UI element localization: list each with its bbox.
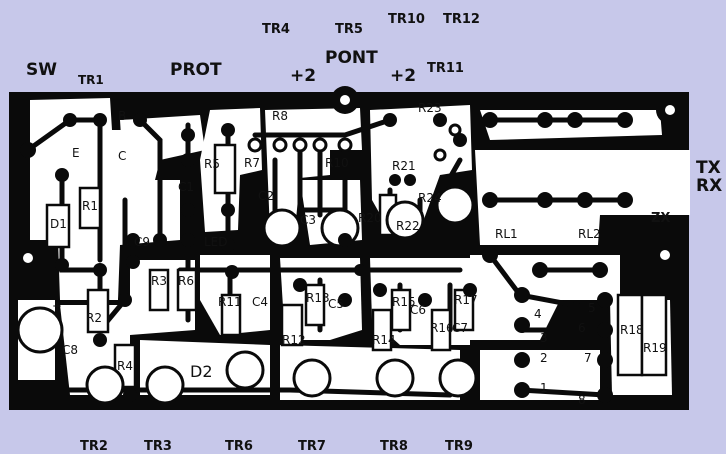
label-r1: R1 <box>82 199 98 213</box>
label-rx: RX <box>696 176 723 196</box>
label-r4: R4 <box>117 359 133 373</box>
transistor-outlines <box>16 185 478 405</box>
pin-label-7: 7 <box>584 351 592 365</box>
label-r17: R17 <box>454 293 478 307</box>
label-r12: R12 <box>282 333 306 347</box>
label-r14: R14 <box>372 333 396 347</box>
label-c9: C9 <box>134 235 151 249</box>
label-r23: R23 <box>418 101 442 115</box>
label-c6: C6 <box>410 303 427 317</box>
label-r18: R18 <box>620 323 644 337</box>
label-r7: R7 <box>244 156 260 170</box>
label-c4: C4 <box>252 295 269 309</box>
label-rl2: RL2 <box>578 227 601 241</box>
label-tr11: TR11 <box>427 61 464 76</box>
label-tr6: TR6 <box>225 439 253 454</box>
label-plus2-left: +2 <box>290 66 317 86</box>
label-d2: D2 <box>190 362 213 381</box>
via-rings <box>247 123 462 162</box>
mounting-holes <box>14 86 684 272</box>
pin-label-1: 1 <box>540 381 548 395</box>
label-led: LED <box>204 235 228 249</box>
label-prot: PROT <box>170 60 222 80</box>
label-c8: C8 <box>62 343 79 357</box>
label-tr5: TR5 <box>335 22 363 37</box>
label-r24: R24 <box>418 191 442 205</box>
label-tr2: TR2 <box>80 439 108 454</box>
label-plus: + <box>52 299 63 313</box>
label-tr3: TR3 <box>144 439 172 454</box>
label-d1: D1 <box>50 217 67 231</box>
label-r3: R3 <box>151 274 167 288</box>
label-r5: R5 <box>204 157 220 171</box>
label-c5: C5 <box>328 297 345 311</box>
label-plus2-right: +2 <box>390 66 417 86</box>
pin-label-3: 3 <box>540 331 548 345</box>
label-r16: R16 <box>430 321 454 335</box>
label-zx: ZX <box>651 211 671 226</box>
label-pont: PONT <box>325 48 378 68</box>
pin-label-5: 5 <box>588 301 596 315</box>
label-b: B <box>118 109 127 123</box>
label-r15: R15 <box>392 295 416 309</box>
label-tr12: TR12 <box>443 12 480 27</box>
pin-label-2: 2 <box>540 351 548 365</box>
label-c3: C3 <box>300 213 317 227</box>
label-r21: R21 <box>392 159 416 173</box>
label-c2: C2 <box>258 189 275 203</box>
label-r10: R10 <box>325 156 349 170</box>
label-r6: R6 <box>178 274 194 288</box>
label-tr10: TR10 <box>388 12 425 27</box>
label-r22: R22 <box>396 219 420 233</box>
label-tx: TX <box>696 158 721 178</box>
label-e: E <box>72 146 80 160</box>
label-r13: R13 <box>306 291 330 305</box>
label-sw: SW <box>26 60 57 80</box>
label-tr1: TR1 <box>78 73 104 87</box>
label-r20: R20 <box>358 211 382 225</box>
label-c: C <box>118 149 127 163</box>
label-r11: R11 <box>218 295 242 309</box>
label-r2: R2 <box>86 311 102 325</box>
label-c7: C7 <box>452 321 469 335</box>
label-tr7: TR7 <box>298 439 326 454</box>
label-tr9: TR9 <box>445 439 473 454</box>
label-tr8: TR8 <box>380 439 408 454</box>
label-r8: R8 <box>272 109 288 123</box>
label-c1: C1 <box>178 180 195 194</box>
label-rl1: RL1 <box>495 227 518 241</box>
label-r19: R19 <box>643 341 667 355</box>
pin-label-4: 4 <box>534 307 542 321</box>
pin-label-6: 6 <box>578 321 586 335</box>
label-tr4: TR4 <box>262 22 290 37</box>
solder-pads <box>20 112 633 403</box>
pin-label-8: 8 <box>578 393 586 407</box>
